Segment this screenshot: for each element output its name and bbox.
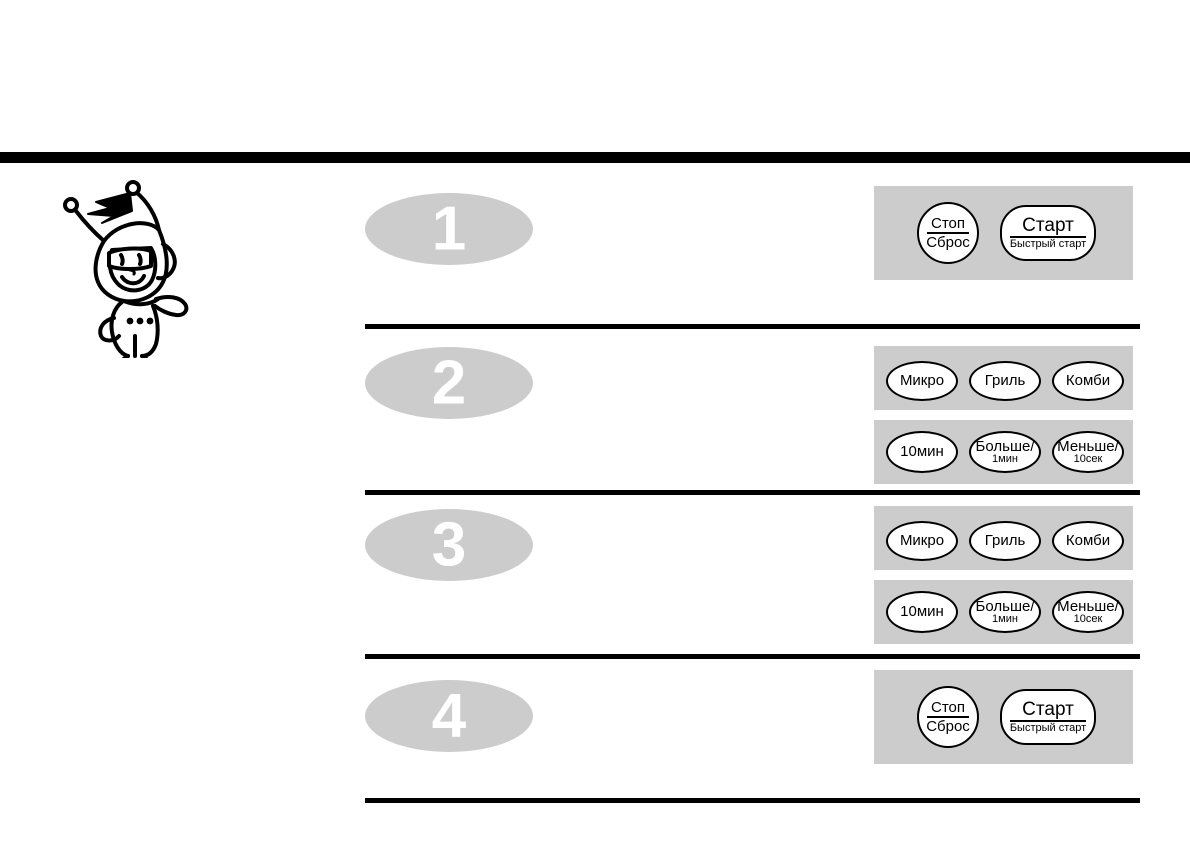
- step-number-badge-1: 1: [365, 193, 533, 265]
- ten-min-label: 10мин: [900, 443, 944, 461]
- ten-min-button-step-3[interactable]: 10мин: [886, 591, 958, 633]
- start-quickstart-button[interactable]: Старт Быстрый старт: [1000, 205, 1096, 261]
- start-divider: [1010, 720, 1086, 723]
- section-divider-3: [365, 654, 1140, 659]
- less-sub-label: 10сек: [1073, 613, 1103, 626]
- more-button-step-2[interactable]: Больше/ 1мин: [969, 431, 1041, 473]
- less-button-step-2[interactable]: Меньше/ 10сек: [1052, 431, 1124, 473]
- section-divider-1: [365, 324, 1140, 329]
- start-label: Старт: [1022, 214, 1074, 236]
- control-panel-step-4: Стоп Сброс Старт Быстрый старт: [874, 670, 1133, 764]
- more-sub-label: 1мин: [992, 613, 1018, 626]
- stop-label: Стоп: [931, 214, 965, 232]
- grill-label: Гриль: [984, 532, 1026, 550]
- micro-button-step-2[interactable]: Микро: [886, 361, 958, 401]
- combi-button-step-2[interactable]: Комби: [1052, 361, 1124, 401]
- header-rule: [0, 152, 1190, 163]
- start-quickstart-button-step-4[interactable]: Старт Быстрый старт: [1000, 689, 1096, 745]
- quickstart-label: Быстрый старт: [1009, 722, 1087, 735]
- micro-button-step-3[interactable]: Микро: [886, 521, 958, 561]
- step-number-badge-3: 3: [365, 509, 533, 581]
- section-divider-2: [365, 490, 1140, 495]
- step-number-text-4: 4: [432, 682, 467, 751]
- section-divider-4: [365, 798, 1140, 803]
- step-row-1: 1 Стоп Сброс Старт Быстрый старт: [0, 178, 1190, 329]
- less-label: Меньше/: [1057, 597, 1119, 615]
- ten-min-button-step-2[interactable]: 10мин: [886, 431, 958, 473]
- less-label: Меньше/: [1057, 437, 1119, 455]
- reset-label: Сброс: [926, 234, 970, 251]
- stop-reset-button-step-4[interactable]: Стоп Сброс: [917, 686, 979, 748]
- micro-label: Микро: [899, 532, 945, 550]
- micro-label: Микро: [899, 372, 945, 390]
- reset-label: Сброс: [926, 718, 970, 735]
- start-label: Старт: [1022, 698, 1074, 720]
- quickstart-label: Быстрый старт: [1009, 238, 1087, 251]
- combi-button-step-3[interactable]: Комби: [1052, 521, 1124, 561]
- more-label: Больше/: [975, 597, 1035, 615]
- time-panel-step-3: 10мин Больше/ 1мин Меньше/ 10сек: [874, 580, 1133, 644]
- control-panel-step-1: Стоп Сброс Старт Быстрый старт: [874, 186, 1133, 280]
- step-number-badge-4: 4: [365, 680, 533, 752]
- more-label: Больше/: [975, 437, 1035, 455]
- step-number-text-2: 2: [432, 349, 466, 418]
- combi-label: Комби: [1065, 532, 1111, 550]
- step-number-text-3: 3: [432, 511, 466, 580]
- ten-min-label: 10мин: [900, 603, 944, 621]
- less-button-step-3[interactable]: Меньше/ 10сек: [1052, 591, 1124, 633]
- stop-label: Стоп: [931, 698, 965, 716]
- robot-mascot-illustration: [52, 178, 197, 370]
- less-sub-label: 10сек: [1073, 453, 1103, 466]
- stop-divider: [927, 232, 969, 234]
- step-number-text-1: 1: [432, 195, 466, 264]
- more-button-step-3[interactable]: Больше/ 1мин: [969, 591, 1041, 633]
- time-panel-step-2: 10мин Больше/ 1мин Меньше/ 10сек: [874, 420, 1133, 484]
- more-sub-label: 1мин: [992, 453, 1018, 466]
- grill-button-step-2[interactable]: Гриль: [969, 361, 1041, 401]
- step-row-4: 4 Стоп Сброс Старт Быстрый старт: [0, 660, 1190, 810]
- step-row-3: 3 Микро Гриль Комби 10мин Больше/ 1мин М…: [0, 496, 1190, 659]
- grill-button-step-3[interactable]: Гриль: [969, 521, 1041, 561]
- step-row-2: 2 Микро Гриль Комби 10мин Больше/ 1мин М…: [0, 332, 1190, 495]
- stop-divider: [927, 716, 969, 718]
- mode-panel-step-3: Микро Гриль Комби: [874, 506, 1133, 570]
- mode-panel-step-2: Микро Гриль Комби: [874, 346, 1133, 410]
- stop-reset-button[interactable]: Стоп Сброс: [917, 202, 979, 264]
- start-divider: [1010, 236, 1086, 239]
- step-number-badge-2: 2: [365, 347, 533, 419]
- combi-label: Комби: [1065, 372, 1111, 390]
- grill-label: Гриль: [984, 372, 1026, 390]
